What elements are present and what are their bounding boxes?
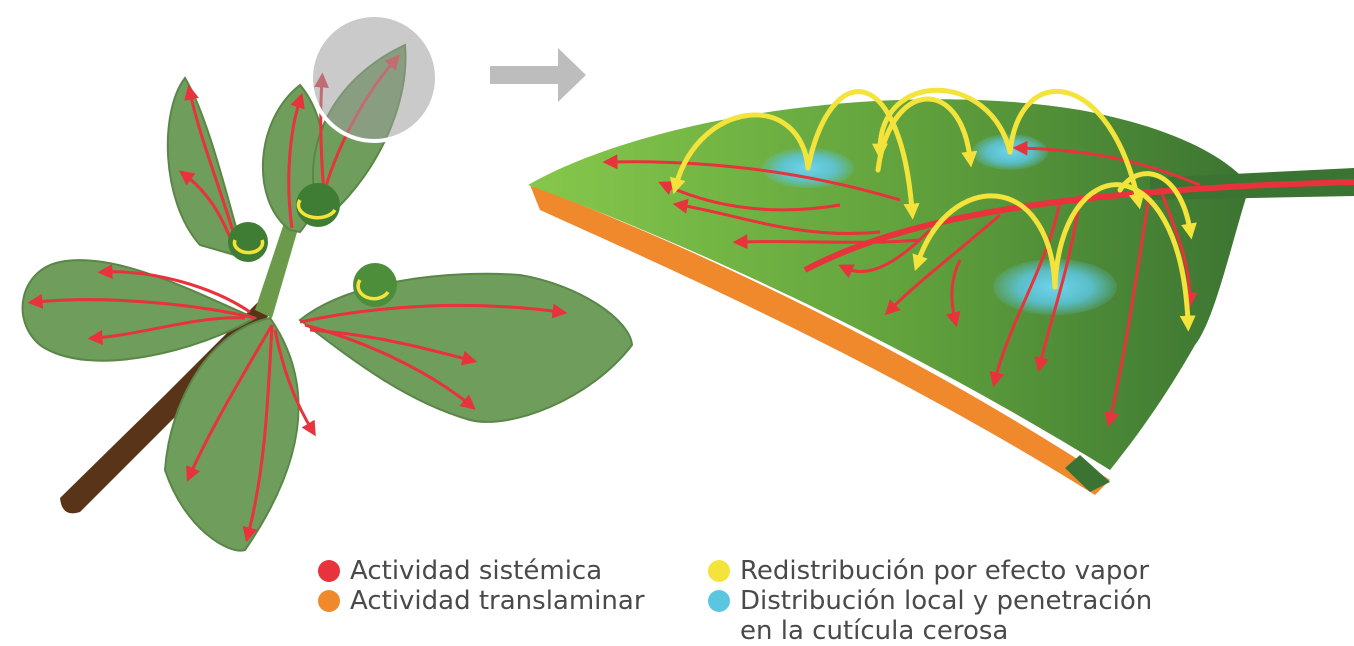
legend-item-vapor: Redistribución por efecto vapor (708, 556, 1152, 586)
leaf-cross-section (528, 87, 1354, 495)
legend-dot-translaminar (318, 590, 340, 612)
legend-dot-local (708, 590, 730, 612)
plant-branch (255, 220, 300, 318)
legend-left: Actividad sistémica Actividad translamin… (318, 556, 645, 616)
magnify-arrow-icon (490, 48, 586, 102)
plant-illustration (21, 13, 634, 552)
plant-leaf-right (298, 272, 634, 423)
zoom-circle (309, 13, 439, 143)
plant-leaf-bottom (163, 316, 300, 552)
legend-dot-systemic (318, 560, 340, 582)
plant-leaf-left (21, 259, 258, 362)
leaf-midrib (803, 179, 1354, 273)
legend-label-local-continuation: en la cutícula cerosa (740, 616, 1009, 646)
legend-item-local: Distribución local y penetración (708, 586, 1152, 616)
leaf-blade (528, 99, 1250, 471)
legend-label-systemic: Actividad sistémica (350, 556, 603, 586)
legend-dot-vapor (708, 560, 730, 582)
legend-item-translaminar: Actividad translaminar (318, 586, 645, 616)
legend-label-local: Distribución local y penetración (740, 586, 1153, 616)
legend-label-translaminar: Actividad translaminar (350, 586, 645, 616)
leaf-underside-edge (530, 185, 1110, 495)
plant-fruit-middle (296, 183, 340, 227)
legend-item-systemic: Actividad sistémica (318, 556, 645, 586)
legend-label-vapor: Redistribución por efecto vapor (740, 556, 1150, 586)
legend-right: Redistribución por efecto vapor Distribu… (708, 556, 1152, 646)
